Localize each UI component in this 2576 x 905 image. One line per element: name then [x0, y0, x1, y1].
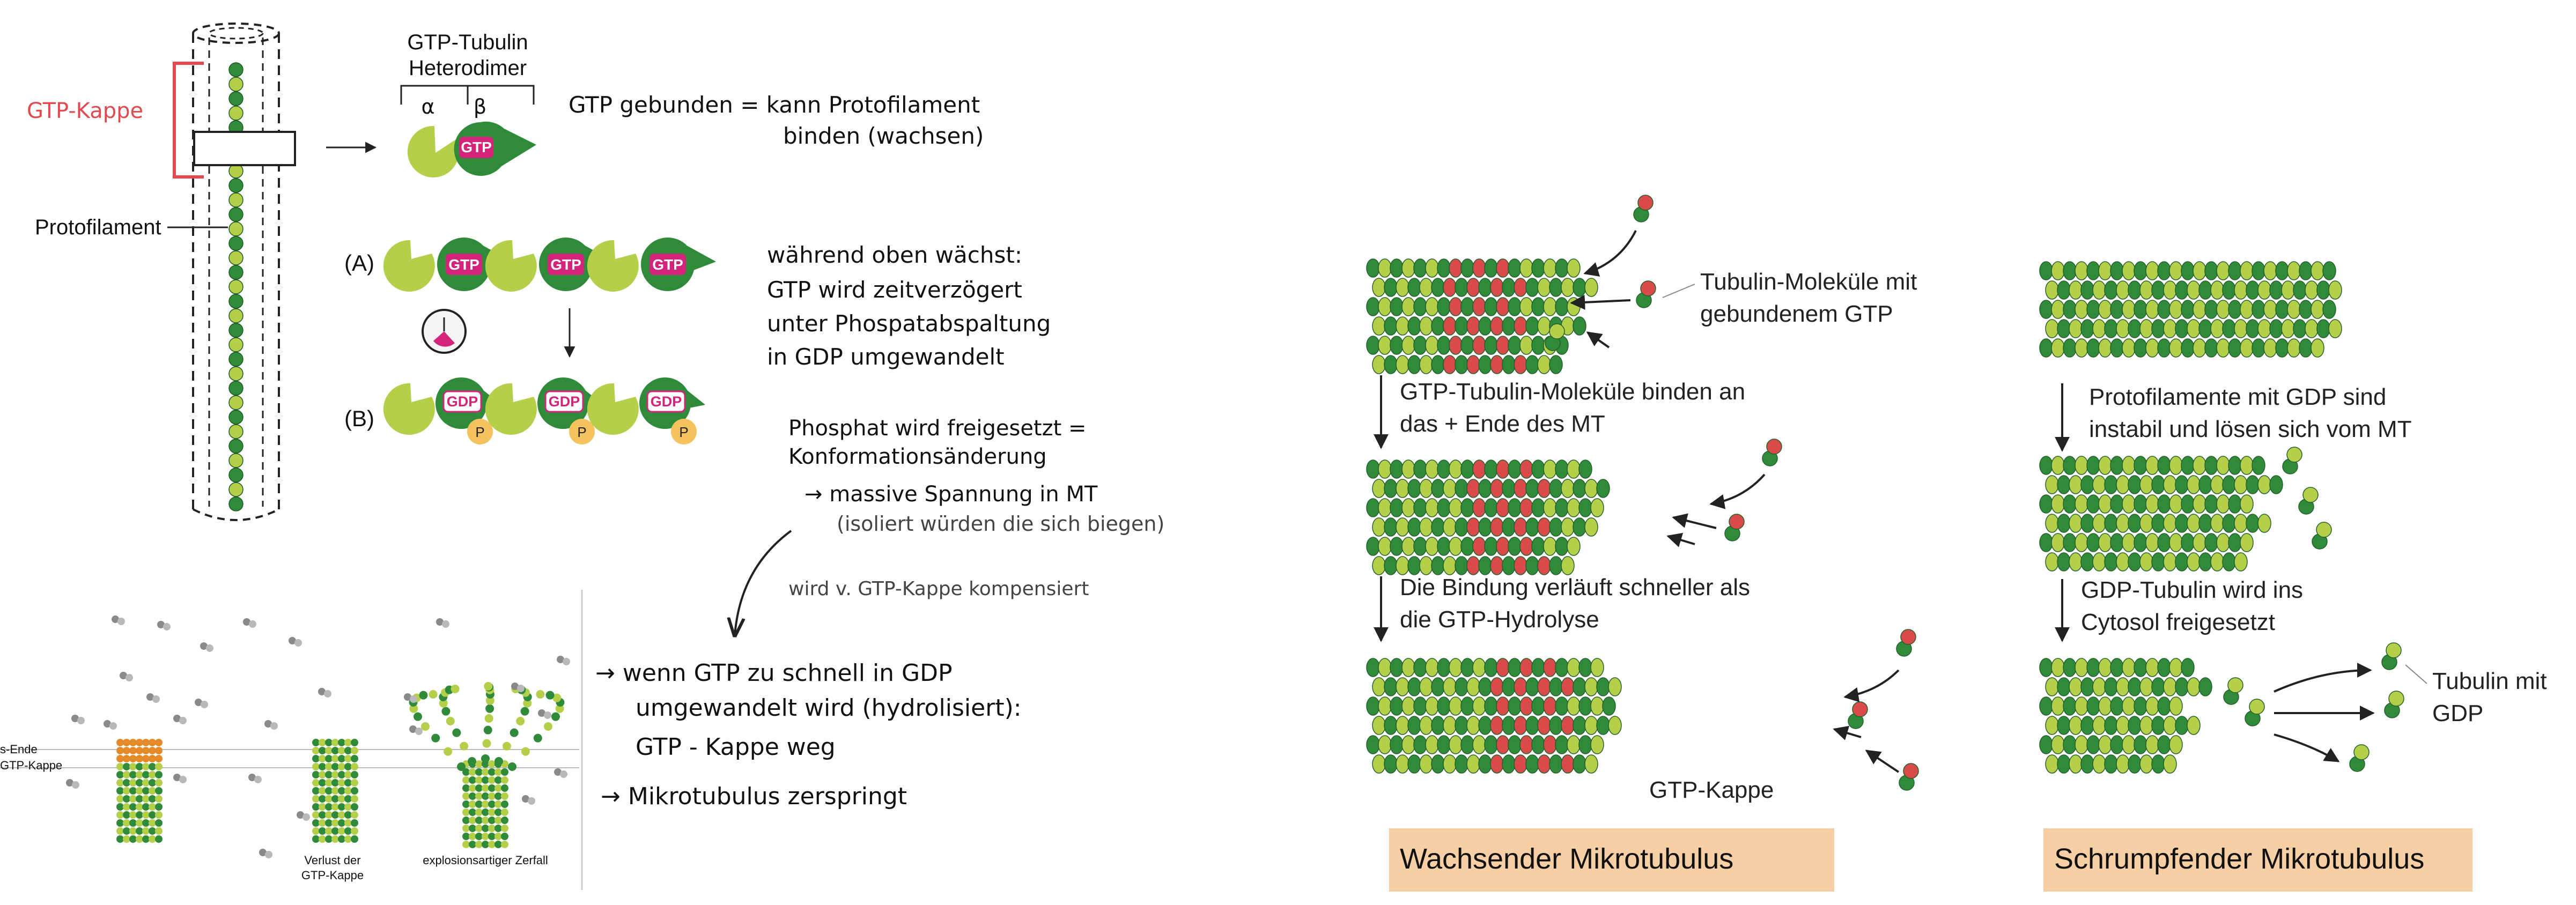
protofilament-label: Protofilament — [35, 216, 161, 239]
microtubule-cylinder — [192, 23, 280, 521]
note-shatter: → Mikrotubulus zerspringt — [601, 783, 907, 810]
bottom-end-label-line1: s-Ende — [0, 743, 38, 756]
dimer-highlight-box — [193, 131, 296, 166]
curved-arrow — [735, 530, 792, 635]
note-fast-line1: → wenn GTP zu schnell in GDP — [595, 659, 953, 687]
dimer-title-line1: GTP-Tubulin — [407, 31, 528, 54]
note-fast-line2: umgewandelt wird (hydrolisiert): — [636, 694, 1022, 722]
grow-bind-line1: GTP-Tubulin-Moleküle binden an — [1400, 379, 1745, 405]
note-grow-line2: GTP wird zeitverzögert — [767, 277, 1022, 303]
note-grow-line4: in GDP umgewandelt — [767, 344, 1005, 370]
note-grow-line1: während oben wächst: — [767, 242, 1022, 268]
svg-text:GDP: GDP — [447, 394, 478, 410]
note-phosphate-line2: Konformationsänderung — [788, 444, 1047, 469]
dimer-title-line2: Heterodimer — [409, 56, 527, 80]
alpha-label: α — [421, 95, 434, 118]
svg-text:GTP: GTP — [652, 256, 683, 273]
bottom-loss-line1: Verlust der — [304, 854, 360, 867]
svg-text:P: P — [475, 424, 484, 440]
svg-text:GTP: GTP — [550, 256, 581, 273]
grow-cap-label: GTP-Kappe — [1649, 777, 1774, 803]
shrink-unstable-line1: Protofilamente mit GDP sind — [2089, 384, 2386, 410]
bottom-explosive: explosionsartiger Zerfall — [423, 854, 548, 867]
depolymerization-figures — [66, 615, 570, 858]
grow-faster-line1: Die Bindung verläuft schneller als — [1400, 574, 1750, 600]
svg-text:GDP: GDP — [549, 394, 580, 410]
shrink-unstable-line2: instabil und lösen sich vom MT — [2089, 416, 2412, 442]
protofilament-beads — [228, 62, 243, 511]
svg-text:GTP: GTP — [461, 139, 492, 155]
label-a: (A) — [344, 250, 374, 276]
shrink-tubulin-gdp-line1: Tubulin mit — [2432, 668, 2547, 694]
shrinking-title-box — [2043, 828, 2472, 892]
svg-text:P: P — [679, 424, 688, 440]
grow-tubulin-gtp-line2: gebundenem GTP — [1700, 301, 1893, 327]
note-phosphate-line1: Phosphat wird freigesetzt = — [788, 416, 1087, 441]
gtp-cap-bracket — [173, 62, 204, 179]
shrink-released-line2: Cytosol freigesetzt — [2081, 609, 2275, 635]
svg-text:GDP: GDP — [651, 394, 682, 410]
shrink-released-line1: GDP-Tubulin wird ins — [2081, 577, 2303, 603]
note-gtp-bound-line1: GTP gebunden = kann Protofilament — [569, 92, 980, 118]
grow-bind-line2: das + Ende des MT — [1400, 411, 1605, 437]
growing-microtubule — [1366, 195, 1919, 791]
gtp-tubulin-dimer: GTP — [407, 121, 536, 177]
note-grow-line3: unter Phospatabspaltung — [767, 310, 1051, 337]
gdp-dimer-chain: GDP P GDP P GDP P — [383, 377, 705, 444]
gtp-dimer-chain: GTP GTP GTP — [383, 238, 716, 292]
note-compensated: wird v. GTP-Kappe kompensiert — [788, 578, 1089, 600]
growing-title-box — [1389, 828, 1834, 892]
beta-label: β — [474, 95, 486, 118]
bottom-end-label-line2: GTP-Kappe — [0, 759, 62, 772]
note-tension-line1: → massive Spannung in MT — [804, 482, 1098, 507]
clock-icon — [422, 309, 467, 354]
gtp-cap-label: GTP-Kappe — [27, 99, 143, 123]
growing-title: Wachsender Mikrotubulus — [1400, 843, 1733, 875]
bottom-loss-line2: GTP-Kappe — [301, 869, 364, 882]
note-fast-line3: GTP - Kappe weg — [636, 733, 836, 761]
svg-text:P: P — [577, 424, 586, 440]
grow-tubulin-gtp-line1: Tubulin-Moleküle mit — [1700, 269, 1917, 295]
grow-faster-line2: die GTP-Hydrolyse — [1400, 606, 1599, 633]
svg-text:GTP: GTP — [448, 256, 479, 273]
note-tension-line2: (isoliert würden die sich biegen) — [837, 512, 1164, 536]
dimer-bracket — [400, 85, 535, 105]
shrinking-title: Schrumpfender Mikrotubulus — [2054, 843, 2424, 875]
label-b: (B) — [344, 406, 374, 431]
shrinking-microtubule — [2039, 261, 2427, 774]
shrink-tubulin-gdp-line2: GDP — [2432, 700, 2483, 726]
note-gtp-bound-line2: binden (wachsen) — [783, 123, 984, 149]
